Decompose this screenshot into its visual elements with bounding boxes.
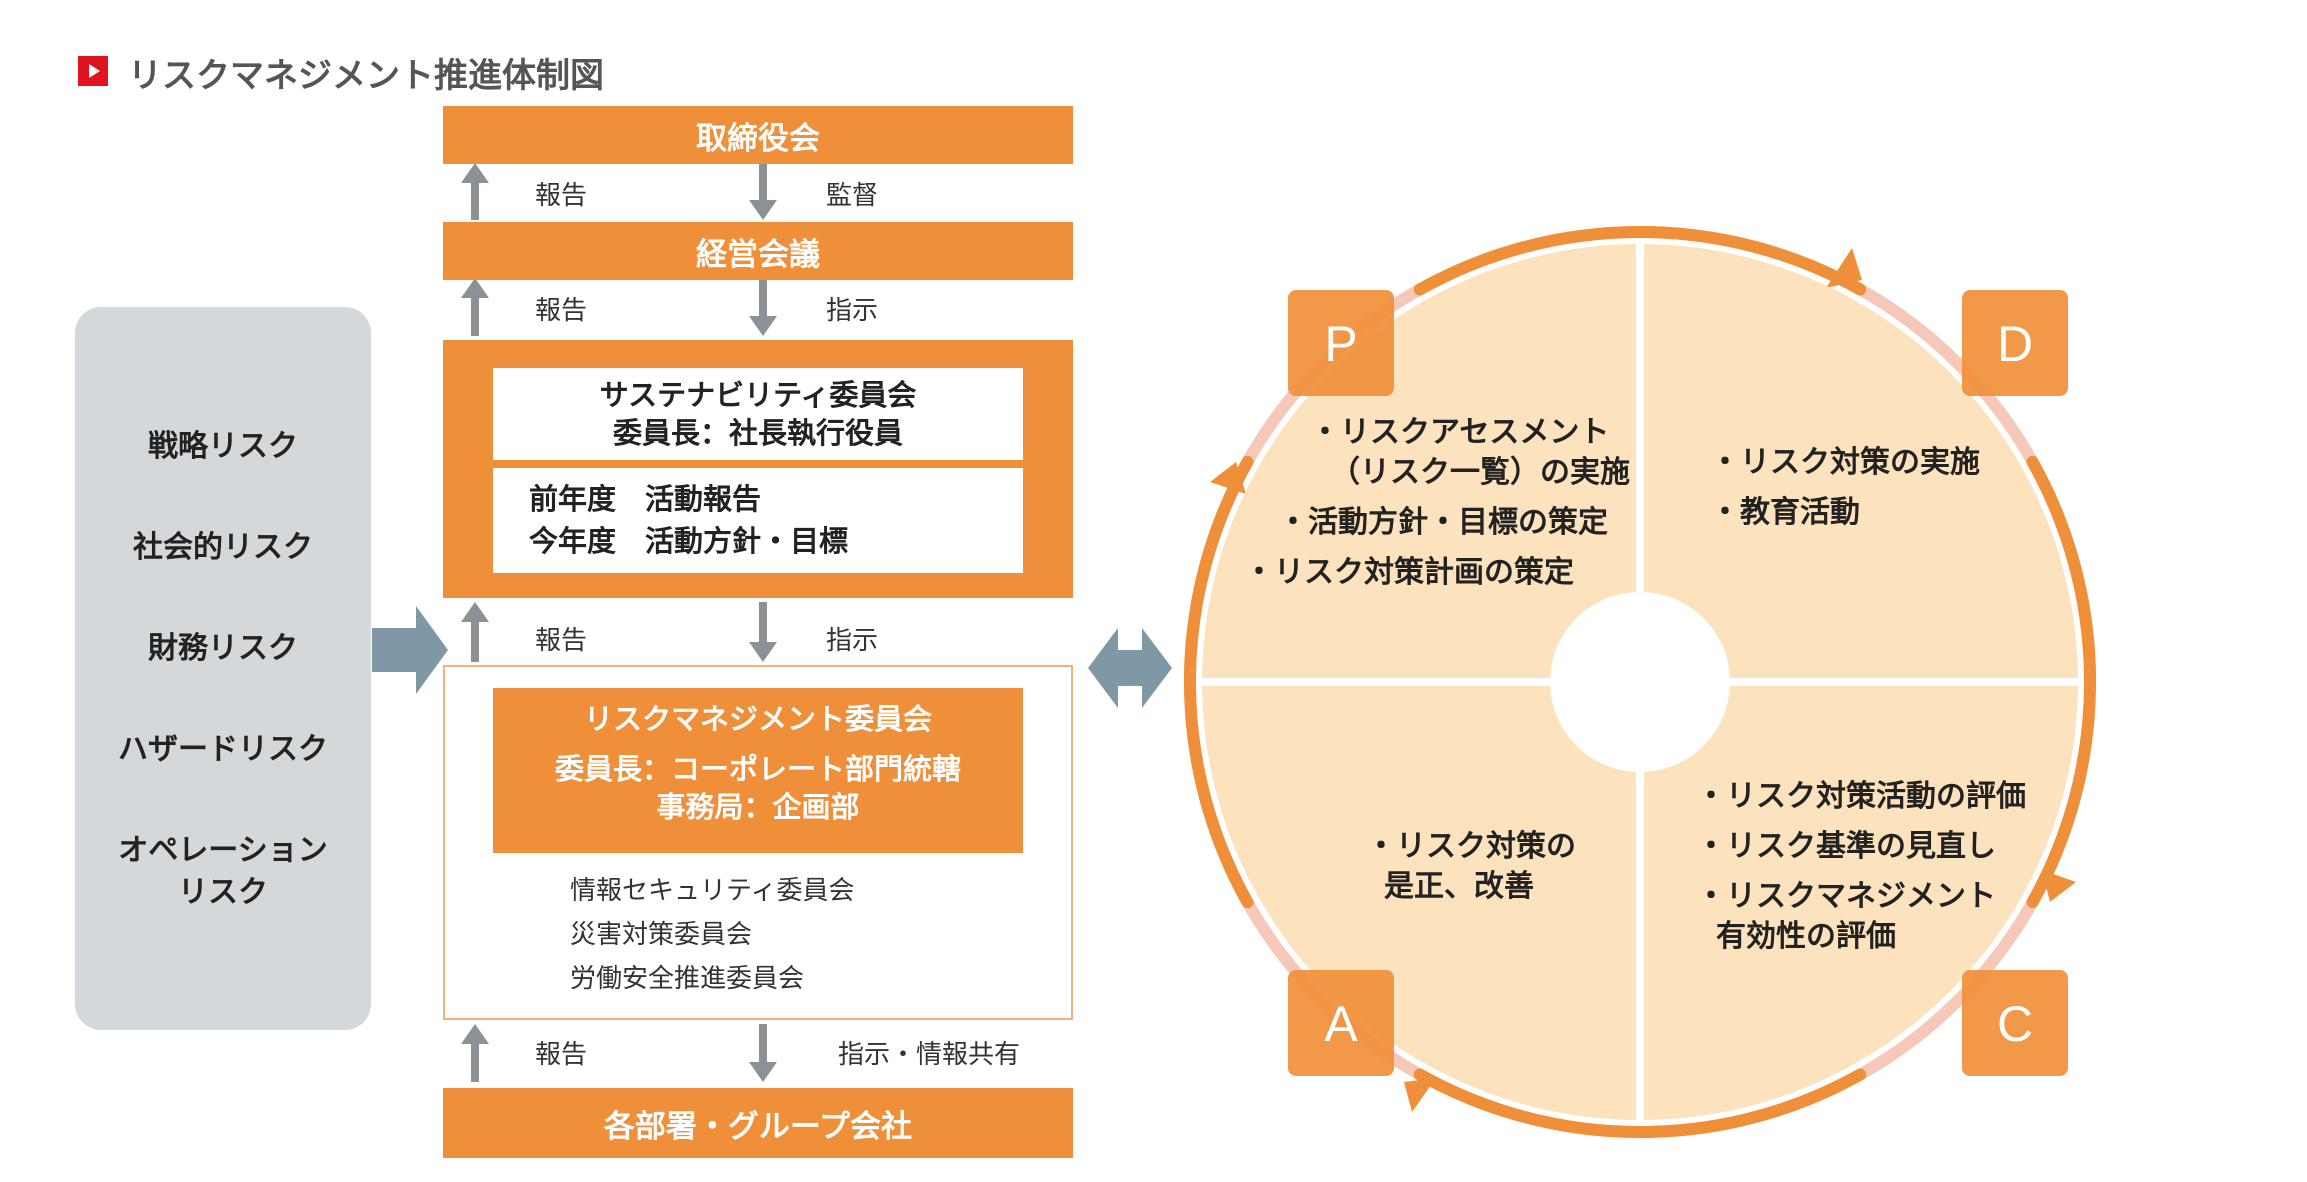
flow-label-instruction: 指示: [826, 626, 879, 656]
arrow-down-icon: [749, 1024, 777, 1082]
risk-committee-header: リスクマネジメント委員会 委員長：コーポレート部門統轄 事務局：企画部: [493, 688, 1023, 853]
flow-label-supervision: 監督: [826, 181, 879, 211]
plan-item: （リスク一覧）の実施: [1330, 455, 1630, 490]
arrow-up-icon: [461, 602, 489, 662]
check-item: ・リスクマネジメント: [1696, 879, 1996, 914]
badge-letter: A: [1324, 996, 1358, 1052]
flow-label-report: 報告: [535, 296, 588, 326]
sustainability-line: 今年度 活動方針・目標: [529, 524, 849, 558]
risk-category: オペレーション: [118, 833, 328, 868]
management-meeting: 経営会議: [443, 222, 1073, 280]
sustainability-line: 前年度 活動報告: [529, 482, 762, 516]
departments-group-companies: 各部署・グループ会社: [443, 1088, 1073, 1158]
risk-category: リスク: [178, 875, 268, 910]
flow-label-report: 報告: [535, 626, 588, 656]
sustainability-committee-chair: 委員長：社長執行役員: [612, 416, 903, 450]
risk-category: 社会的リスク: [133, 530, 313, 565]
check-item: ・リスク基準の見直し: [1696, 829, 1996, 864]
vertical-flow-arrows: [461, 163, 777, 1082]
cycle-arrow-icon: [2042, 870, 2076, 902]
pdca-badges: [1288, 290, 2068, 1076]
badge-d: [1962, 290, 2068, 396]
badge-a: [1288, 970, 1394, 1076]
subcommittee-item: 災害対策委員会: [570, 920, 753, 950]
do-item: ・リスク対策の実施: [1710, 445, 1980, 480]
arrow-down-icon: [749, 602, 777, 662]
badge-letter: P: [1324, 316, 1357, 372]
flow-label-report: 報告: [535, 1040, 588, 1070]
pdca-ring-arcs: [1184, 226, 2096, 1138]
flow-label-instruction: 指示: [826, 296, 879, 326]
pdca-center: [1550, 592, 1730, 772]
risk-categories-panel: [75, 307, 371, 1030]
risk-committee-chair: 委員長：コーポレート部門統轄: [554, 752, 961, 786]
risk-category: ハザードリスク: [118, 732, 328, 767]
page-title: リスクマネジメント推進体制図: [128, 56, 604, 96]
risk-committee-secretariat: 事務局：企画部: [656, 790, 860, 824]
board-of-directors: 取締役会: [443, 106, 1073, 164]
arrow-up-icon: [461, 278, 489, 336]
flow-label-instruction-sharing: 指示・情報共有: [838, 1040, 1021, 1070]
pdca-arrowheads: [1210, 248, 2076, 1112]
risk-category: 戦略リスク: [148, 429, 298, 464]
cycle-arrow-icon: [1826, 248, 1862, 288]
subcommittee-item: 情報セキュリティ委員会: [570, 876, 855, 906]
arrow-down-icon: [749, 278, 777, 336]
badge-letters: P D C A: [1324, 316, 2033, 1052]
plan-item: ・活動方針・目標の策定: [1278, 505, 1608, 540]
double-arrow-icon: [1088, 628, 1172, 708]
act-item: 是正、改善: [1384, 869, 1534, 904]
badge-letter: C: [1997, 996, 2033, 1052]
sustainability-committee-body: 前年度 活動報告今年度 活動方針・目標: [493, 468, 1023, 573]
check-item: 有効性の評価: [1716, 919, 1896, 954]
risk-category: 財務リスク: [148, 631, 298, 666]
title-marker-icon: [78, 56, 108, 86]
badge-p: [1288, 290, 1394, 396]
plan-item: ・リスク対策計画の策定: [1244, 555, 1574, 590]
sustainability-committee-name: サステナビリティ委員会: [599, 378, 917, 412]
cycle-arrow-icon: [1210, 462, 1246, 494]
do-item: ・教育活動: [1710, 495, 1860, 530]
flow-label-report: 報告: [535, 181, 588, 211]
arrow-down-icon: [749, 163, 777, 220]
arrow-up-icon: [461, 163, 489, 220]
subcommittee-item: 労働安全推進委員会: [570, 964, 805, 994]
arrow-right-icon: [372, 606, 448, 694]
badge-letter: D: [1997, 316, 2033, 372]
risk-committee-name: リスクマネジメント委員会: [583, 702, 932, 736]
sustainability-committee-header: サステナビリティ委員会 委員長：社長執行役員: [493, 368, 1023, 460]
arrow-up-icon: [461, 1024, 489, 1082]
act-item: ・リスク対策の: [1366, 829, 1576, 864]
check-item: ・リスク対策活動の評価: [1696, 779, 2026, 814]
cycle-arrow-icon: [1404, 1078, 1436, 1112]
badge-c: [1962, 970, 2068, 1076]
plan-item: ・リスクアセスメント: [1310, 415, 1610, 450]
